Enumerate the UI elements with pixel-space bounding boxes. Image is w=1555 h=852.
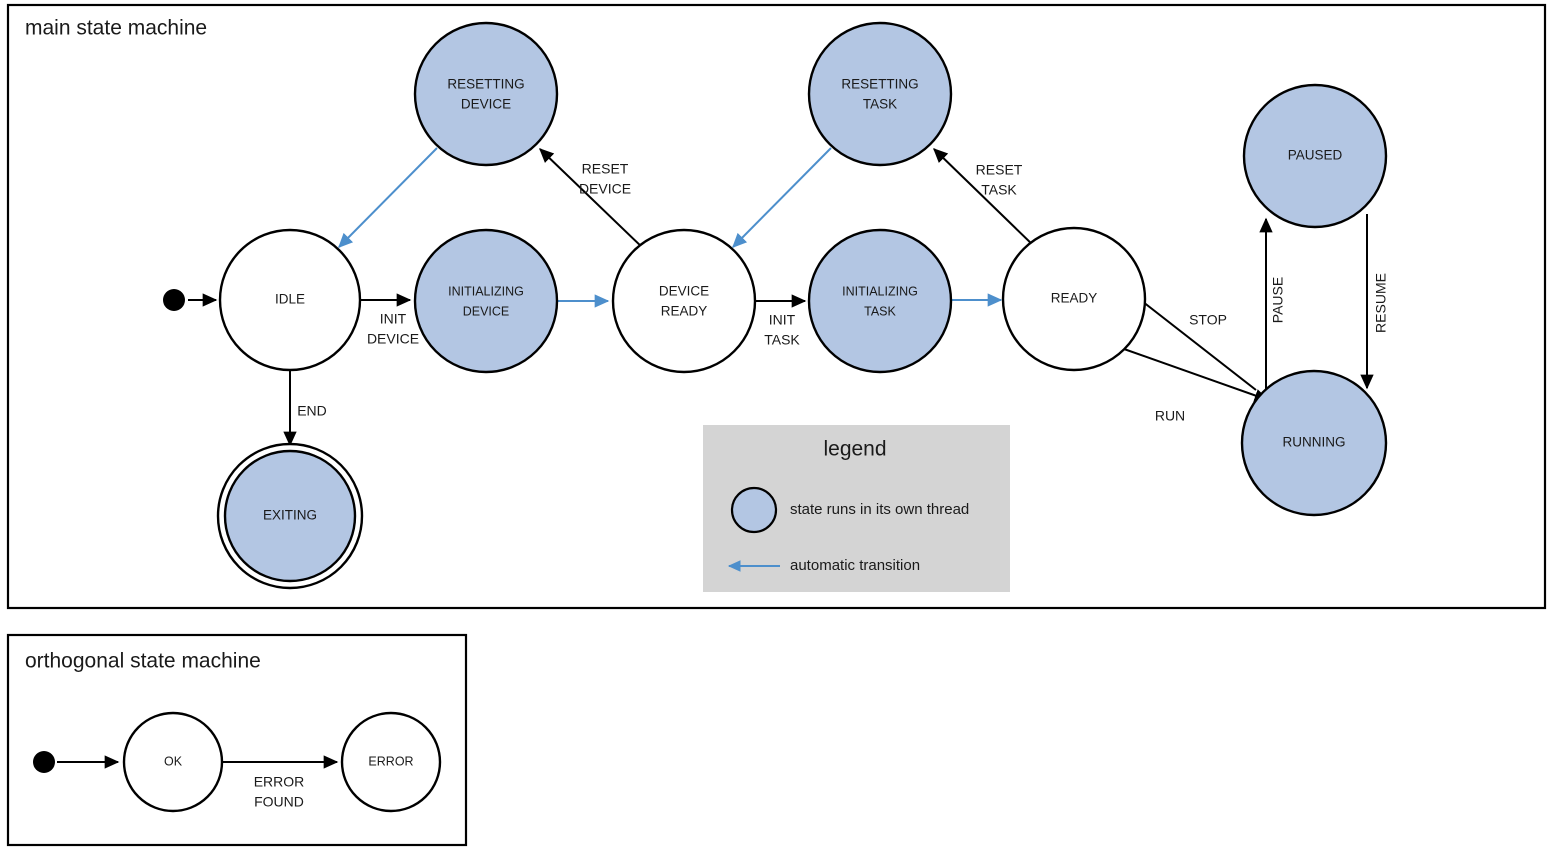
state-exiting[interactable]: EXITING xyxy=(216,442,364,590)
state-ok-shape[interactable] xyxy=(122,711,224,813)
orthogonal-initial-state-marker xyxy=(33,751,55,773)
label-run: RUN xyxy=(1155,408,1185,424)
main-transitions-layer xyxy=(188,147,1374,447)
state-running-label: RUNNING xyxy=(1283,435,1346,450)
state-running[interactable]: RUNNING xyxy=(1240,369,1388,517)
state-error-label: ERROR xyxy=(368,754,413,768)
state-idle-label: IDLE xyxy=(275,292,305,307)
initial-state-marker xyxy=(163,289,185,311)
state-initializing-task-label-line1: INITIALIZING xyxy=(842,284,918,298)
label-pause: PAUSE xyxy=(1270,277,1286,323)
state-running-shape[interactable] xyxy=(1240,369,1388,517)
label-stop: STOP xyxy=(1189,312,1227,328)
state-resetting-task[interactable]: RESETTING TASK xyxy=(807,21,953,167)
label-resume: RESUME xyxy=(1373,273,1389,333)
legend-title: legend xyxy=(823,438,886,461)
state-idle[interactable]: IDLE xyxy=(218,228,362,372)
label-reset-device-line1: RESET xyxy=(582,161,629,177)
label-reset-task-line2: TASK xyxy=(981,182,1017,198)
state-initializing-task[interactable]: INITIALIZING TASK xyxy=(807,228,953,374)
state-initializing-device-label-line2: DEVICE xyxy=(463,304,510,318)
state-initializing-task-shape[interactable] xyxy=(807,228,953,374)
state-exiting-shape[interactable] xyxy=(223,449,357,583)
state-ok[interactable]: OK xyxy=(122,711,224,813)
label-init-task-line1: INIT xyxy=(769,312,796,328)
label-error-found-line1: ERROR xyxy=(254,774,305,790)
state-resetting-task-label-line1: RESETTING xyxy=(841,77,918,92)
edge-ready-to-running xyxy=(1123,348,1270,402)
state-idle-shape[interactable] xyxy=(218,228,362,372)
state-resetting-task-shape[interactable] xyxy=(807,21,953,167)
label-end: END xyxy=(297,403,327,419)
state-paused-label: PAUSED xyxy=(1288,148,1343,163)
label-init-device-line2: DEVICE xyxy=(367,331,419,347)
state-resetting-device-label-line2: DEVICE xyxy=(461,97,511,112)
state-resetting-device[interactable]: RESETTING DEVICE xyxy=(413,21,559,167)
edge-device-ready-to-resetting-device xyxy=(539,148,646,251)
state-device-ready-shape[interactable] xyxy=(611,228,757,374)
orthogonal-state-machine-container: orthogonal state machine OK ERROR ERROR … xyxy=(6,633,468,847)
state-ready-shape[interactable] xyxy=(1001,226,1147,372)
state-initializing-device-label-line1: INITIALIZING xyxy=(448,284,524,298)
label-reset-task-line1: RESET xyxy=(976,162,1023,178)
orthogonal-container-title: orthogonal state machine xyxy=(25,650,261,673)
legend: legend state runs in its own thread auto… xyxy=(703,425,1010,592)
main-transition-labels: INIT DEVICE RESET DEVICE INIT TASK RESET… xyxy=(297,161,1388,424)
legend-thread-state-text: state runs in its own thread xyxy=(790,501,969,518)
state-ready[interactable]: READY xyxy=(1001,226,1147,372)
state-device-ready-label-line1: DEVICE xyxy=(659,284,709,299)
state-resetting-device-label-line1: RESETTING xyxy=(447,77,524,92)
legend-thread-state-swatch xyxy=(730,486,778,534)
state-initializing-device[interactable]: INITIALIZING DEVICE xyxy=(413,228,559,374)
edge-resetting-task-to-device-ready xyxy=(732,147,832,248)
main-state-machine-container: main state machine xyxy=(6,3,1547,610)
legend-auto-transition-text: automatic transition xyxy=(790,557,920,574)
state-paused-shape[interactable] xyxy=(1242,83,1388,229)
edge-resetting-device-to-idle xyxy=(338,147,438,248)
label-init-task-line2: TASK xyxy=(764,332,800,348)
main-container-border xyxy=(6,3,1547,610)
state-initializing-device-shape[interactable] xyxy=(413,228,559,374)
state-device-ready[interactable]: DEVICE READY xyxy=(611,228,757,374)
orthogonal-container-border xyxy=(6,633,468,847)
state-resetting-task-label-line2: TASK xyxy=(863,97,897,112)
state-error-shape[interactable] xyxy=(340,711,442,813)
state-exiting-label: EXITING xyxy=(263,508,317,523)
state-paused[interactable]: PAUSED xyxy=(1242,83,1388,229)
label-error-found-line2: FOUND xyxy=(254,794,304,810)
state-initializing-task-label-line2: TASK xyxy=(864,304,896,318)
state-ok-label: OK xyxy=(164,754,183,768)
edge-running-to-ready xyxy=(1127,290,1257,391)
state-resetting-device-shape[interactable] xyxy=(413,21,559,167)
label-init-device-line1: INIT xyxy=(380,311,407,327)
edge-ready-to-resetting-task xyxy=(933,148,1037,249)
main-states-layer: IDLE RESETTING DEVICE INITIALIZING DEVIC… xyxy=(163,21,1388,590)
state-error[interactable]: ERROR xyxy=(340,711,442,813)
main-container-title: main state machine xyxy=(25,17,207,40)
state-ready-label: READY xyxy=(1051,291,1098,306)
label-reset-device-line2: DEVICE xyxy=(579,181,631,197)
state-device-ready-label-line2: READY xyxy=(661,304,708,319)
